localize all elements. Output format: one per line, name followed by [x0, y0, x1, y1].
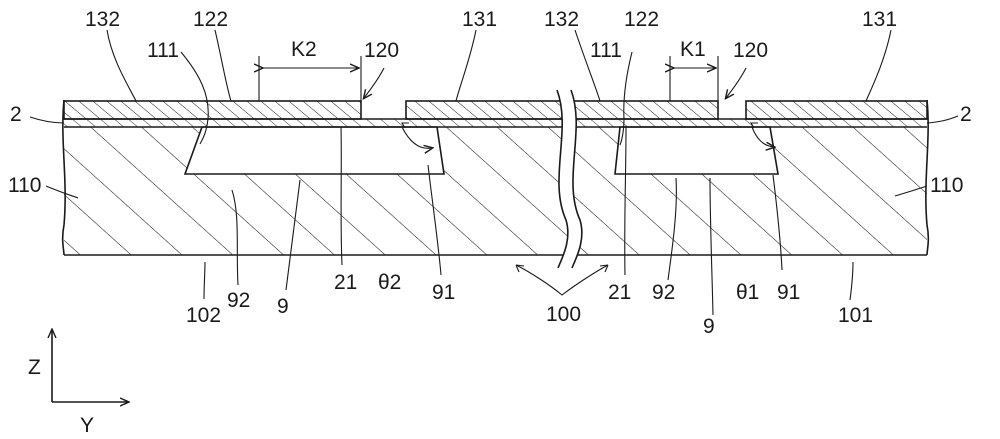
- cavity-9-right: [614, 126, 779, 175]
- label-120-left: 120: [364, 39, 399, 62]
- label-92-right: 92: [652, 281, 675, 304]
- label-100: 100: [546, 303, 581, 326]
- label-theta1: θ1: [736, 281, 759, 304]
- electrode-132-left: [63, 100, 362, 120]
- label-91-left: 91: [432, 281, 455, 304]
- break-line: [556, 89, 583, 269]
- electrode-131-right: [745, 100, 928, 120]
- angle-theta1: [750, 122, 774, 147]
- axis-label-Z: Z: [28, 356, 41, 379]
- label-131-right: 131: [862, 8, 897, 31]
- label-K2: K2: [291, 38, 317, 61]
- label-9-left: 9: [277, 295, 289, 318]
- label-132-right: 132: [544, 8, 579, 31]
- labels: 132 122 111 K2 120 131 132 122 111 K1 12…: [8, 8, 972, 437]
- label-9-right: 9: [703, 315, 715, 338]
- axis-label-Y: Y: [80, 414, 94, 437]
- dimension-K1: [670, 56, 719, 101]
- angle-theta2: [401, 122, 432, 148]
- substrate-110: [61, 99, 930, 256]
- label-111-left: 111: [147, 39, 179, 62]
- coordinate-axes: [52, 330, 128, 402]
- label-102: 102: [186, 304, 221, 327]
- label-122-left: 122: [193, 8, 228, 31]
- layer-2: [64, 118, 927, 128]
- label-91-right: 91: [777, 281, 800, 304]
- label-122-right: 122: [624, 8, 659, 31]
- dimension-K2: [259, 56, 362, 101]
- electrodes: [63, 100, 928, 120]
- leader-lines: [29, 29, 959, 316]
- label-110-right: 110: [930, 174, 963, 197]
- cavity-9-left: [183, 126, 445, 175]
- label-111-right: 111: [590, 39, 622, 62]
- label-92-left: 92: [227, 289, 250, 312]
- label-K1: K1: [680, 38, 706, 61]
- label-2-right: 2: [960, 103, 972, 126]
- label-132-left: 132: [85, 8, 120, 31]
- label-2-left: 2: [10, 103, 22, 126]
- label-21-right: 21: [608, 281, 631, 304]
- label-110-left: 110: [8, 174, 41, 197]
- label-21-left: 21: [334, 271, 357, 294]
- label-120-right: 120: [733, 39, 768, 62]
- label-theta2: θ2: [378, 271, 401, 294]
- label-101: 101: [838, 304, 873, 327]
- label-131-left: 131: [462, 8, 497, 31]
